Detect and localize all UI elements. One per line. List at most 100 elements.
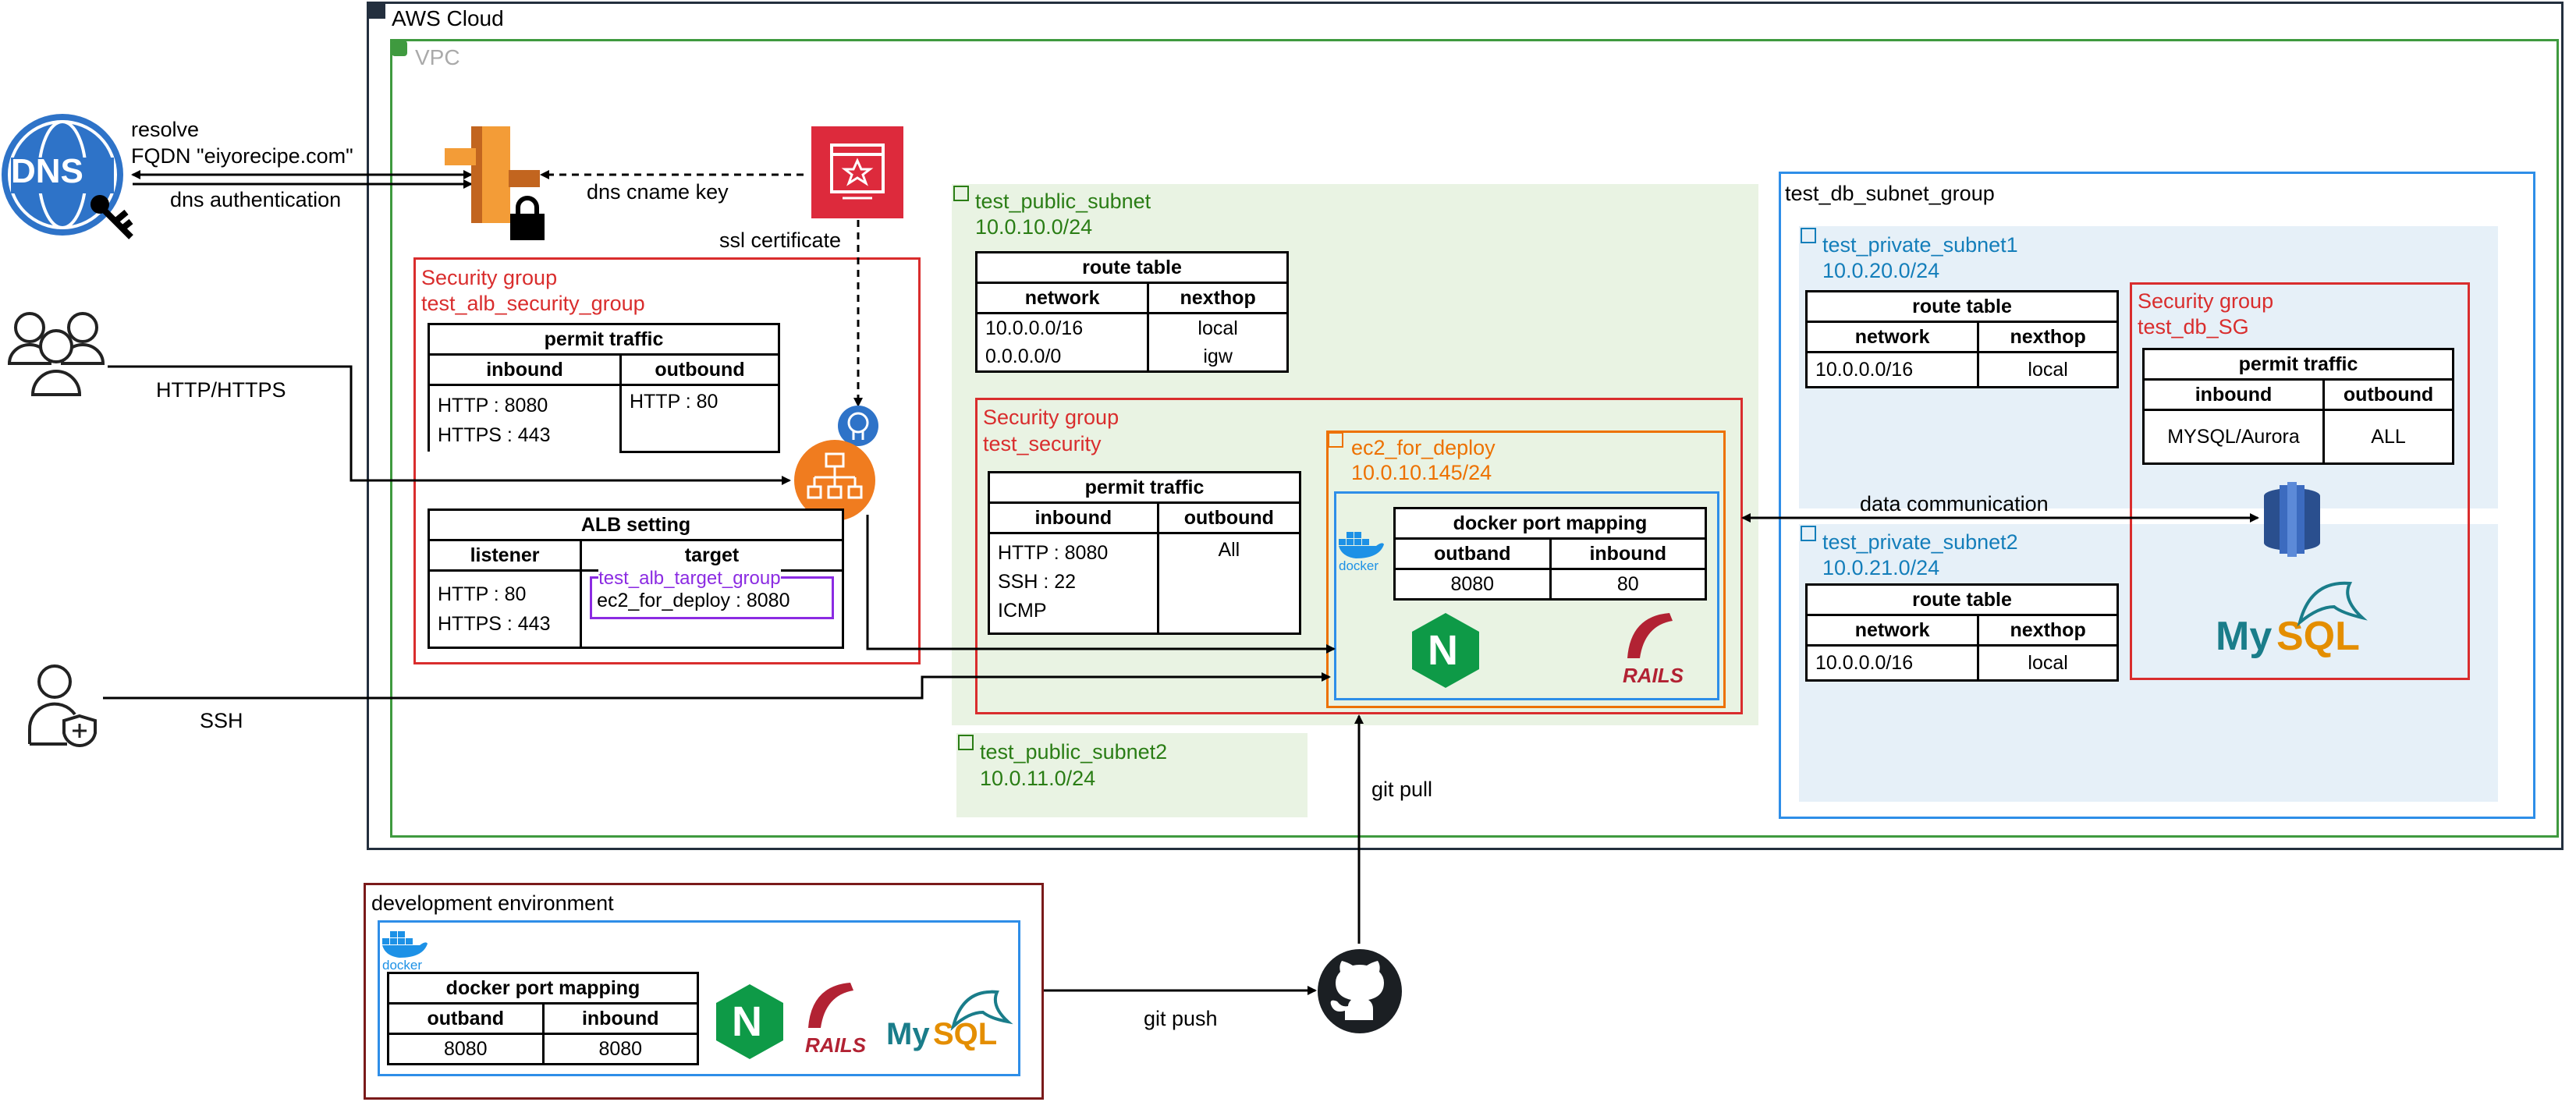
ec2-name: ec2_for_deploy — [1351, 436, 1496, 459]
table-cell: HTTP : 80 HTTPS : 443 — [427, 569, 583, 649]
nginx-label: N — [1428, 627, 1458, 674]
cell-value: 80 — [1549, 568, 1707, 601]
aws-cloud-title: AWS Cloud — [392, 6, 504, 30]
table-title: ALB setting — [428, 508, 844, 541]
cell-value: local — [1977, 644, 2119, 682]
dev-mysql-logo-sql: SQL — [933, 1017, 998, 1051]
private-subnet1-cidr: 10.0.20.0/24 — [1822, 259, 1940, 282]
data-communication-label: data communication — [1860, 492, 2049, 516]
vpc-group — [390, 39, 2559, 838]
ssl-certificate-label: ssl certificate — [719, 229, 842, 252]
cell-value: 8080 — [541, 1033, 699, 1065]
table-title: permit traffic — [2142, 348, 2454, 381]
dev-env-title: development environment — [371, 891, 614, 915]
mysql-logo-sql: SQL — [2276, 614, 2360, 659]
public-subnet2-lock-icon — [958, 735, 974, 750]
cell-value: 10.0.0.0/16 — [974, 312, 1150, 342]
docker-icon — [1339, 532, 1384, 558]
mysql-logo-my: My — [2216, 614, 2273, 659]
target-group-box: test_alb_target_group ec2_for_deploy : 8… — [590, 568, 834, 619]
private-subnet1-lock-icon — [1801, 228, 1816, 243]
dev-docker-icon — [382, 931, 428, 958]
public-subnet2-name: test_public_subnet2 — [980, 740, 1168, 764]
ec2-icon — [1328, 432, 1343, 448]
cell-value: HTTP : 8080 — [438, 395, 548, 416]
ec2-docker-port-table: docker port mapping outband inbound 8080… — [1393, 507, 1707, 601]
column-header: network — [1804, 614, 1980, 647]
target-group-name: test_alb_target_group — [598, 568, 781, 590]
aws-cloud-icon — [368, 3, 385, 19]
cell-value: HTTP : 8080 — [998, 542, 1109, 564]
column-header: inbound — [428, 353, 622, 386]
cell-value: HTTPS : 443 — [438, 613, 551, 635]
dev-docker-label: docker — [382, 958, 423, 973]
docker-label: docker — [1339, 558, 1379, 573]
db-permit-traffic-table: permit traffic inbound outbound MYSQL/Au… — [2141, 348, 2454, 465]
dev-nginx-label: N — [732, 998, 762, 1045]
column-header: inbound — [541, 1002, 699, 1035]
mysql-dolphin-icon — [2297, 581, 2368, 627]
column-header: outband — [1393, 537, 1552, 570]
column-header: outbound — [2322, 378, 2454, 411]
table-title: route table — [1805, 583, 2119, 616]
private2-route-table: route table network nexthop 10.0.0.0/16 … — [1804, 583, 2119, 682]
rails-icon — [1627, 613, 1673, 658]
public-subnet-lock-icon — [953, 186, 969, 201]
cell-value: HTTP : 80 — [438, 583, 527, 605]
table-title: docker port mapping — [387, 972, 699, 1005]
load-balancer-icon — [794, 406, 878, 521]
db-sg-name: test_db_SG — [2138, 315, 2249, 338]
table-title: permit traffic — [988, 471, 1301, 504]
table-title: permit traffic — [428, 323, 780, 356]
table-cell: HTTP : 8080 HTTPS : 443 — [428, 384, 622, 452]
cell-value: 10.0.0.0/16 — [1804, 351, 1980, 388]
table-title: route table — [1805, 290, 2119, 323]
column-header: inbound — [2141, 378, 2326, 411]
table-title: docker port mapping — [1393, 507, 1707, 540]
table-cell: HTTP : 8080 SSH : 22 ICMP — [988, 532, 1159, 635]
alb-sg-name: test_alb_security_group — [421, 292, 645, 315]
db-security-group — [2130, 282, 2470, 680]
route53-icon — [445, 126, 540, 223]
column-header: network — [974, 282, 1150, 314]
column-header: outbound — [1156, 501, 1302, 534]
dev-rails-label: RAILS — [805, 1033, 866, 1057]
column-header: nexthop — [1147, 282, 1289, 314]
public-subnet-cidr: 10.0.10.0/24 — [975, 215, 1093, 239]
ssh-label: SSH — [200, 709, 243, 732]
table-title: route table — [975, 251, 1289, 284]
nginx-icon — [1412, 613, 1479, 688]
table-cell: test_alb_target_group ec2_for_deploy : 8… — [580, 568, 844, 649]
admin-user-icon — [27, 664, 97, 748]
git-pull-label: git pull — [1371, 778, 1433, 801]
ec2-ip: 10.0.10.145/24 — [1351, 461, 1492, 484]
db-subnet-group — [1779, 172, 2535, 819]
public-sg-title: Security group — [983, 406, 1119, 429]
public-route-table: route table network nexthop 10.0.0.0/16 … — [974, 251, 1289, 373]
cell-value: HTTPS : 443 — [438, 424, 551, 446]
users-group-icon — [7, 312, 105, 396]
column-header: network — [1804, 321, 1980, 353]
column-header: nexthop — [1977, 321, 2119, 353]
cell-value: 8080 — [1393, 568, 1552, 601]
dev-rails-icon — [808, 983, 853, 1028]
column-header: listener — [427, 539, 583, 572]
column-header: outbound — [619, 353, 781, 386]
column-header: nexthop — [1977, 614, 2119, 647]
dns-resolve-label-1: resolve — [131, 118, 200, 141]
column-header: inbound — [988, 501, 1159, 534]
column-header: inbound — [1549, 537, 1707, 570]
dev-mysql-dolphin-icon — [950, 990, 1013, 1031]
alb-permit-traffic-table: permit traffic inbound outbound HTTP : 8… — [428, 323, 781, 453]
cell-value: ALL — [2322, 409, 2454, 465]
dev-docker-port-table: docker port mapping outband inbound 8080… — [387, 972, 699, 1065]
alb-setting-table: ALB setting listener target HTTP : 80 HT… — [427, 508, 844, 649]
db-sg-title: Security group — [2138, 289, 2274, 313]
github-icon — [1318, 949, 1402, 1033]
aws-cloud-group — [367, 2, 2564, 850]
public-permit-traffic-table: permit traffic inbound outbound HTTP : 8… — [988, 471, 1302, 635]
public-subnet2 — [956, 733, 1308, 817]
private-subnet1-name: test_private_subnet1 — [1822, 233, 2018, 257]
private-subnet2-name: test_private_subnet2 — [1822, 530, 2018, 554]
private-subnet2-lock-icon — [1801, 526, 1816, 541]
